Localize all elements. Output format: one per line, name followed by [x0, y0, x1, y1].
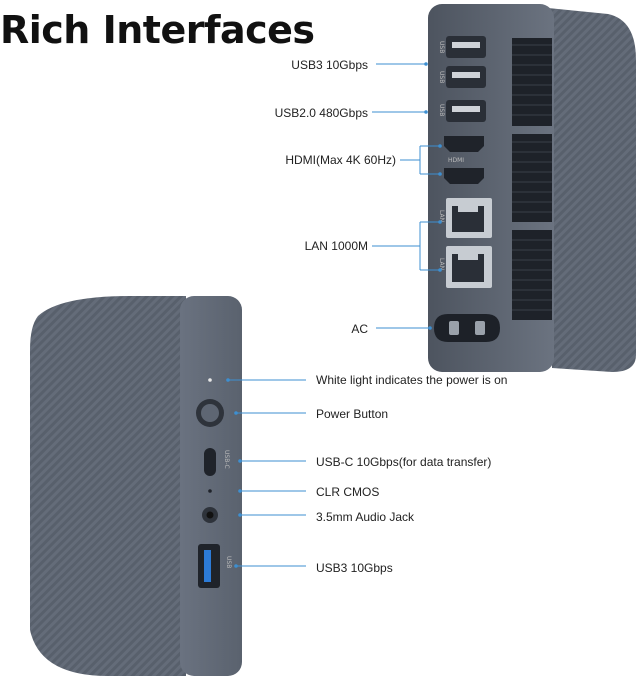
usbc-port — [204, 448, 216, 476]
audio-jack — [202, 507, 218, 523]
label-power-button: Power Button — [316, 407, 389, 421]
rear-usb3-port-1 — [446, 36, 486, 58]
vent-top — [512, 38, 552, 126]
label-rear-usb2: USB2.0 480Gbps — [274, 106, 368, 120]
rear-leader-lines — [372, 63, 440, 329]
front-leader-lines — [228, 379, 306, 567]
rear-hdmi-marking: HDMI — [448, 157, 464, 164]
front-usb3-port — [198, 544, 220, 588]
rear-lan-port-2 — [446, 246, 492, 288]
vent-middle — [512, 134, 552, 222]
rear-usb3-port-2 — [446, 66, 486, 88]
label-audio-jack: 3.5mm Audio Jack — [316, 510, 415, 524]
rear-usb-marking-3: USB — [438, 104, 445, 116]
rear-ac-port — [434, 314, 500, 342]
page-title: Rich Interfaces — [0, 8, 315, 52]
rear-side-mesh — [548, 8, 636, 372]
label-power-light: White light indicates the power is on — [316, 373, 508, 387]
rear-usb2-port — [446, 100, 486, 122]
rear-usb-marking-2: USB — [438, 71, 445, 83]
clr-cmos-hole — [208, 489, 212, 493]
rear-lan-marking-2: LAN — [438, 258, 445, 270]
front-usb-marking: USB — [225, 556, 232, 568]
front-panel — [180, 296, 242, 676]
label-rear-lan: LAN 1000M — [304, 239, 368, 253]
rear-lan-port-1 — [446, 198, 492, 238]
usbc-marking: USB-C — [223, 450, 230, 469]
power-button — [196, 399, 224, 427]
rear-lan-marking-1: LAN — [438, 210, 445, 222]
label-usbc: USB-C 10Gbps(for data transfer) — [316, 455, 492, 469]
label-rear-ac: AC — [351, 322, 368, 336]
power-light — [208, 378, 212, 382]
front-device: USB-C USB — [30, 296, 306, 676]
front-side-mesh — [30, 296, 186, 676]
label-rear-usb3: USB3 10Gbps — [291, 58, 368, 72]
rear-usb-marking-1: USB — [438, 41, 445, 53]
rear-hdmi-port-2 — [444, 168, 484, 184]
rear-hdmi-port-1 — [444, 136, 484, 152]
label-clr-cmos: CLR CMOS — [316, 485, 380, 499]
label-front-usb3: USB3 10Gbps — [316, 561, 393, 575]
vent-bottom — [512, 230, 552, 320]
rear-device: USB USB USB HDMI LAN LAN — [372, 4, 636, 372]
label-rear-hdmi: HDMI(Max 4K 60Hz) — [285, 153, 396, 167]
